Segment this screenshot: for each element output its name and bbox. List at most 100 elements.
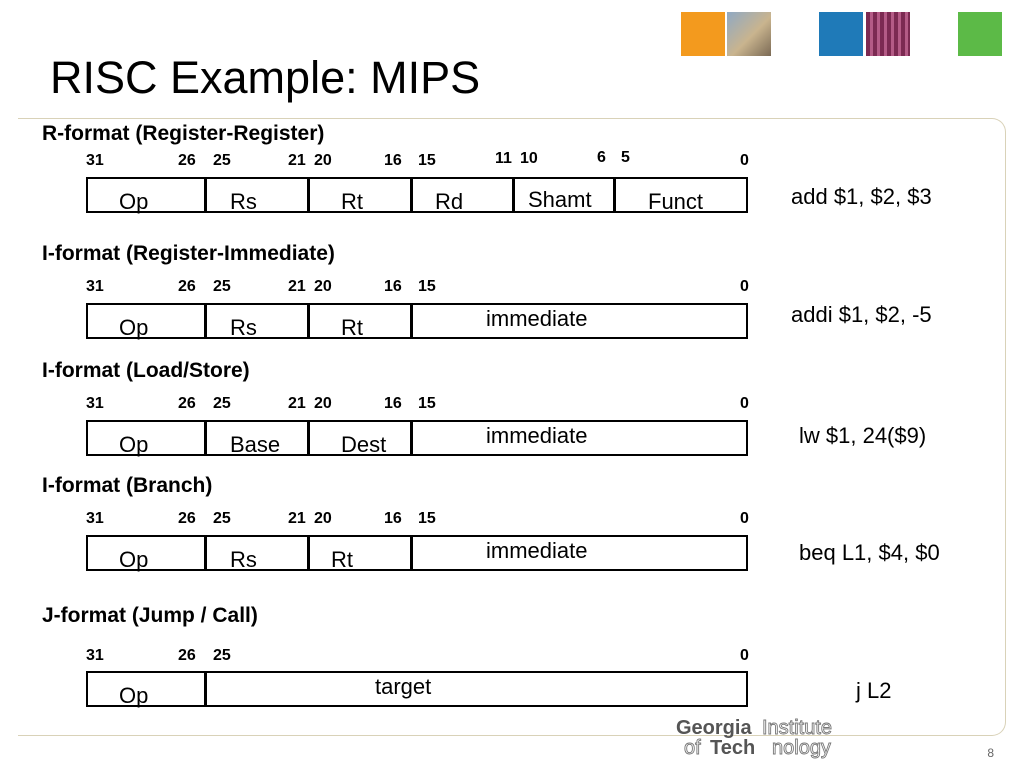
field-label-rs: Rs xyxy=(230,189,257,214)
bit-label: 21 xyxy=(288,152,306,169)
header-image-blue xyxy=(819,12,863,56)
field-immediate xyxy=(410,537,746,569)
bit-label: 20 xyxy=(314,278,332,295)
logo-text-nology: nology xyxy=(772,737,831,759)
bit-label: 15 xyxy=(418,395,436,412)
logo-text-tech: Tech xyxy=(710,737,755,759)
field-label-immediate: immediate xyxy=(486,423,588,448)
bit-label: 21 xyxy=(288,395,306,412)
georgia-tech-logo-mark: Georgia Institute of Tech nology xyxy=(664,711,832,763)
bit-label: 21 xyxy=(288,510,306,527)
field-rs xyxy=(204,537,307,569)
bit-label: 31 xyxy=(86,152,104,169)
field-rd xyxy=(410,179,512,211)
field-label-funct: Funct xyxy=(648,189,704,214)
page-number: 8 xyxy=(987,746,994,760)
bit-label: 25 xyxy=(213,647,231,664)
header-image-circuit xyxy=(866,12,910,56)
field-label-rt: Rt xyxy=(331,547,353,572)
field-funct xyxy=(613,179,746,211)
logo-text-georgia: Georgia xyxy=(676,717,752,739)
field-label-shamt: Shamt xyxy=(528,187,592,212)
bit-label: 0 xyxy=(740,395,749,412)
section-title-j-format: J-format (Jump / Call) xyxy=(42,604,258,627)
field-rt xyxy=(307,537,410,569)
bit-label: 21 xyxy=(288,278,306,295)
field-rt xyxy=(307,179,410,211)
field-immediate xyxy=(410,422,746,454)
bit-label: 20 xyxy=(314,510,332,527)
bit-label: 31 xyxy=(86,510,104,527)
section-title-i-format-load-store: I-format (Load/Store) xyxy=(42,359,250,382)
field-label-dest: Dest xyxy=(341,432,387,457)
bit-label: 26 xyxy=(178,278,196,295)
bit-label: 0 xyxy=(740,510,749,527)
slide-title: RISC Example: MIPS xyxy=(50,52,481,103)
field-label-rt: Rt xyxy=(341,189,363,214)
bit-label: 16 xyxy=(384,510,402,527)
i-format-branch-instruction-box xyxy=(86,535,748,571)
bit-label: 11 xyxy=(495,150,512,167)
bit-label: 0 xyxy=(740,647,749,664)
field-rs xyxy=(204,179,307,211)
field-target xyxy=(204,673,746,705)
field-immediate xyxy=(410,305,746,337)
header-image-photo xyxy=(727,12,771,56)
field-label-op: Op xyxy=(119,315,149,340)
bit-label: 31 xyxy=(86,647,104,664)
bit-label: 16 xyxy=(384,152,402,169)
field-label-op: Op xyxy=(119,189,149,214)
field-dest xyxy=(307,422,410,454)
example-instruction: j L2 xyxy=(856,678,892,703)
bit-label: 20 xyxy=(314,152,332,169)
bit-label: 26 xyxy=(178,510,196,527)
field-label-rd: Rd xyxy=(435,189,464,214)
bit-label: 31 xyxy=(86,278,104,295)
bit-label: 5 xyxy=(621,149,630,166)
r-format-instruction-box xyxy=(86,177,748,213)
header-image-orange xyxy=(681,12,725,56)
bit-label: 25 xyxy=(213,278,231,295)
field-shamt xyxy=(512,179,613,211)
field-label-immediate: immediate xyxy=(486,538,588,563)
section-title-r-format: R-format (Register-Register) xyxy=(42,122,325,145)
field-label-immediate: immediate xyxy=(486,306,588,331)
field-label-op: Op xyxy=(119,432,149,457)
field-label-op: Op xyxy=(119,683,149,708)
bit-label: 25 xyxy=(213,510,231,527)
georgia-tech-logo: Georgia Institute of Tech nology xyxy=(664,711,876,763)
field-label-target: target xyxy=(375,674,432,699)
bit-label: 10 xyxy=(520,150,538,167)
bit-label: 25 xyxy=(213,152,231,169)
field-label-op: Op xyxy=(119,547,149,572)
i-format-immediate-instruction-box xyxy=(86,303,748,339)
field-rt xyxy=(307,305,410,337)
bit-label: 26 xyxy=(178,647,196,664)
bit-label: 31 xyxy=(86,395,104,412)
bit-label: 20 xyxy=(314,395,332,412)
field-base xyxy=(204,422,307,454)
field-label-rt: Rt xyxy=(341,315,363,340)
bit-label: 15 xyxy=(418,278,436,295)
content-frame xyxy=(18,118,1006,736)
example-instruction: add $1, $2, $3 xyxy=(791,184,932,209)
field-label-rs: Rs xyxy=(230,547,257,572)
example-instruction: addi $1, $2, -5 xyxy=(791,302,932,327)
bit-label: 25 xyxy=(213,395,231,412)
bit-label: 0 xyxy=(740,278,749,295)
header-image-green xyxy=(958,12,1002,56)
example-instruction: beq L1, $4, $0 xyxy=(799,540,940,565)
j-format-instruction-box xyxy=(86,671,748,707)
bit-label: 15 xyxy=(418,152,436,169)
bit-label: 16 xyxy=(384,278,402,295)
i-format-load-store-instruction-box xyxy=(86,420,748,456)
bit-label: 0 xyxy=(740,152,749,169)
field-label-rs: Rs xyxy=(230,315,257,340)
bit-label: 15 xyxy=(418,510,436,527)
bit-label: 16 xyxy=(384,395,402,412)
section-title-i-format-immediate: I-format (Register-Immediate) xyxy=(42,242,335,265)
logo-text-institute: Institute xyxy=(762,717,832,739)
section-title-i-format-branch: I-format (Branch) xyxy=(42,474,213,497)
bit-label: 26 xyxy=(178,395,196,412)
bit-label: 26 xyxy=(178,152,196,169)
